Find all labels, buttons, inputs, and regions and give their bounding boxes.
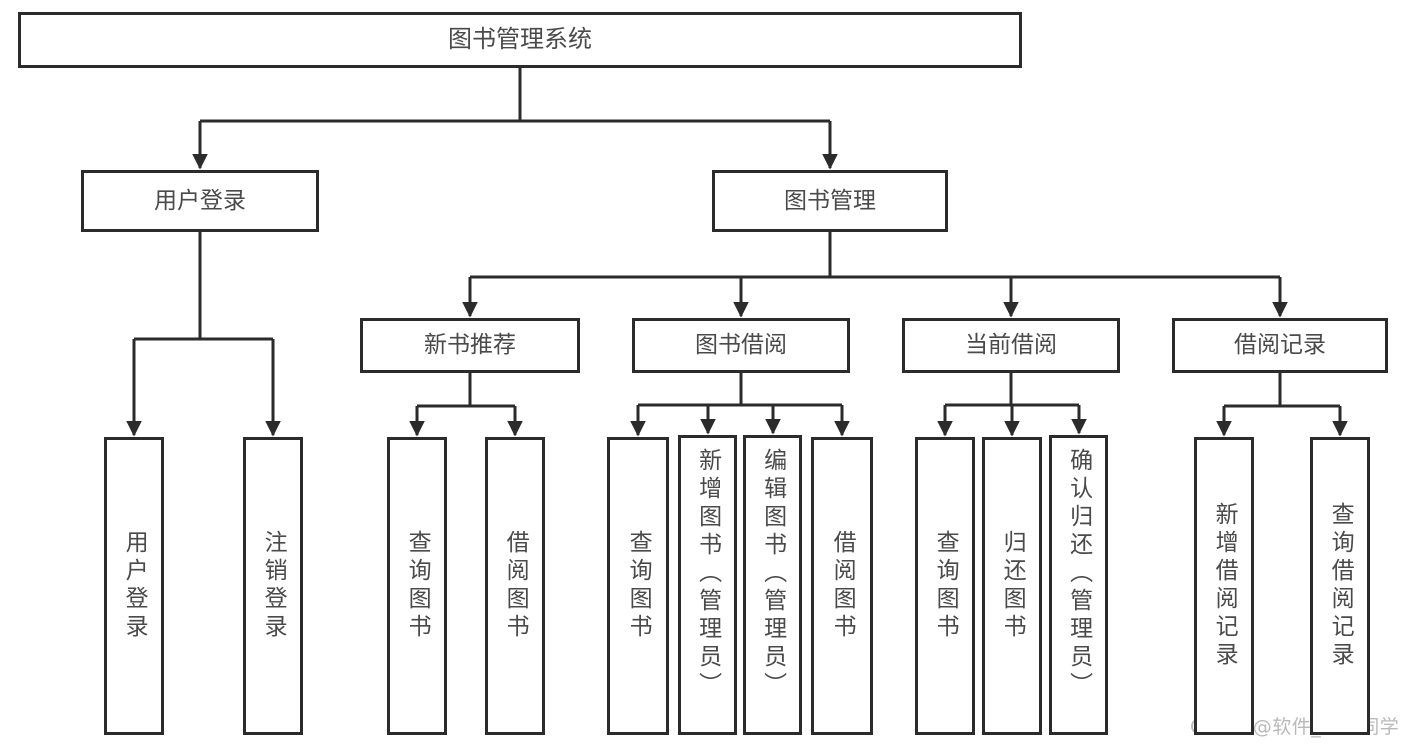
node-label: 查询图书 [932,530,959,642]
node-borrow[interactable]: 图书借阅 [632,318,850,373]
node-label: 新增图书（管理员） [694,448,721,700]
node-label: 新增借阅记录 [1211,502,1238,670]
node-label: 查询图书 [625,530,652,642]
node-l-add[interactable]: 新增图书（管理员） [678,435,737,735]
node-l-confirm[interactable]: 确认归还（管理员） [1049,435,1108,735]
node-label: 图书管理 [784,187,876,214]
node-l-edit[interactable]: 编辑图书（管理员） [743,435,802,735]
node-l-queryrec[interactable]: 查询借阅记录 [1310,437,1370,735]
node-l-logout[interactable]: 注销登录 [243,437,303,735]
node-label: 归还图书 [999,530,1026,642]
node-label: 编辑图书（管理员） [759,448,786,700]
node-label: 用户登录 [154,187,246,214]
node-bookmgmt[interactable]: 图书管理 [712,170,948,232]
node-label: 确认归还（管理员） [1065,448,1092,700]
node-l-borrow1[interactable]: 借阅图书 [485,437,545,735]
node-l-login[interactable]: 用户登录 [104,437,164,735]
node-root[interactable]: 图书管理系统 [18,12,1022,68]
node-label: 图书借阅 [695,332,787,359]
node-label: 查询图书 [404,530,431,642]
node-current[interactable]: 当前借阅 [902,318,1120,373]
node-l-query2[interactable]: 查询图书 [607,437,669,735]
node-label: 借阅图书 [829,530,856,642]
node-label: 图书管理系统 [448,25,592,54]
node-label: 用户登录 [121,530,148,642]
node-l-query1[interactable]: 查询图书 [387,437,447,735]
node-label: 注销登录 [260,530,287,642]
node-newbook[interactable]: 新书推荐 [360,318,580,373]
node-label: 新书推荐 [424,332,516,359]
node-label: 借阅图书 [502,530,529,642]
node-login[interactable]: 用户登录 [81,170,319,232]
node-l-addrec[interactable]: 新增借阅记录 [1194,437,1254,735]
node-label: 当前借阅 [965,332,1057,359]
node-l-borrow2[interactable]: 借阅图书 [811,437,873,735]
node-l-query3[interactable]: 查询图书 [915,437,975,735]
node-l-return[interactable]: 归还图书 [982,437,1042,735]
node-label: 查询借阅记录 [1327,502,1354,670]
node-label: 借阅记录 [1234,332,1326,359]
node-records[interactable]: 借阅记录 [1172,318,1388,373]
